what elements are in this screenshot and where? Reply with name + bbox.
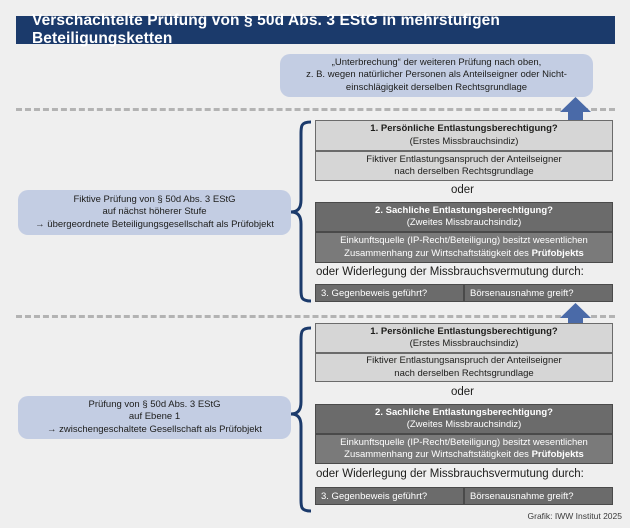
box-body-line: Zusammenhang zur Wirtschaftstätigkeit de… (344, 248, 584, 261)
brace-upper (290, 120, 312, 303)
box-subtitle: (Zweites Missbrauchsindiz) (406, 419, 522, 430)
box-body-line: Fiktiver Entlastungsanspruch der Anteils… (366, 153, 562, 165)
brace-lower (290, 326, 312, 513)
upper-personal-entitlement-body: Fiktiver Entlastungsanspruch der Anteils… (315, 151, 613, 181)
box-body-line: Zusammenhang zur Wirtschaftstätigkeit de… (344, 449, 584, 462)
upper-level-label: Fiktive Prüfung von § 50d Abs. 3 EStG au… (18, 190, 291, 235)
box-body-line: nach derselben Rechtsgrundlage (394, 367, 534, 379)
interruption-note-line: z. B. wegen natürlicher Personen als Ant… (306, 69, 567, 81)
box-body-bold: Prüfobjekts (531, 449, 584, 460)
lower-level-label: Prüfung von § 50d Abs. 3 EStG auf Ebene … (18, 396, 291, 439)
upper-material-entitlement-header: 2. Sachliche Entlastungsberechtigung? (Z… (315, 202, 613, 232)
interruption-note-line: „Unterbrechung“ der weiteren Prüfung nac… (331, 56, 542, 68)
upper-level-label-line: Fiktive Prüfung von § 50d Abs. 3 EStG (73, 193, 236, 205)
lower-personal-entitlement-body: Fiktiver Entlastungsanspruch der Anteils… (315, 353, 613, 382)
box-title: 1. Persönliche Entlastungsberechtigung? (370, 123, 558, 134)
box-body-bold: Prüfobjekts (531, 247, 584, 259)
upper-oder-label: oder (451, 184, 475, 196)
box-subtitle: (Zweites Missbrauchsindiz) (406, 217, 522, 228)
level-separator-lower (16, 315, 615, 318)
lower-level-label-line: → zwischengeschaltete Gesellschaft als P… (47, 423, 262, 435)
upper-level-label-line: → übergeordnete Beteiligungsgesellschaft… (35, 218, 274, 230)
box-body-text: Zusammenhang zur Wirtschaftstätigkeit de… (344, 449, 532, 460)
box-title: 2. Sachliche Entlastungsberechtigung? (375, 406, 553, 418)
upper-material-entitlement-body: Einkunftsquelle (IP-Recht/Beteiligung) b… (315, 232, 613, 263)
box-body-line: Einkunftsquelle (IP-Recht/Beteiligung) b… (340, 235, 588, 246)
box-subtitle: (Erstes Missbrauchsindiz) (409, 338, 519, 349)
upper-counterproof-cell: 3. Gegenbeweis geführt? (315, 284, 464, 302)
box-title: 2. Sachliche Entlastungsberechtigung? (375, 204, 553, 216)
interruption-note-line: einschlägigkeit derselben Rechtsgrundlag… (345, 81, 528, 93)
box-body-line: nach derselben Rechtsgrundlage (394, 166, 534, 177)
box-body-line: Fiktiver Entlastungsanspruch der Anteils… (366, 355, 562, 366)
graphic-credit: Grafik: IWW Institut 2025 (527, 511, 622, 521)
box-body-line: Einkunftsquelle (IP-Recht/Beteiligung) b… (340, 436, 588, 448)
box-subtitle: (Erstes Missbrauchsindiz) (409, 135, 519, 147)
level-separator-upper (16, 108, 615, 111)
upper-level-label-line: auf nächst höherer Stufe (102, 206, 207, 218)
lower-material-entitlement-header: 2. Sachliche Entlastungsberechtigung? (Z… (315, 404, 613, 434)
lower-level-label-line: auf Ebene 1 (128, 411, 181, 423)
lower-rebuttal-label: oder Widerlegung der Missbrauchsvermutun… (316, 468, 584, 480)
box-body-text: Zusammenhang zur Wirtschaftstätigkeit de… (344, 247, 532, 259)
lower-oder-label: oder (451, 386, 475, 398)
upper-stock-exchange-cell: Börsenausnahme greift? (464, 284, 613, 302)
interruption-note: „Unterbrechung“ der weiteren Prüfung nac… (280, 54, 593, 97)
lower-material-entitlement-body: Einkunftsquelle (IP-Recht/Beteiligung) b… (315, 434, 613, 464)
diagram-title: Verschachtelte Prüfung von § 50d Abs. 3 … (16, 12, 615, 47)
lower-stock-exchange-cell: Börsenausnahme greift? (464, 487, 613, 505)
upper-personal-entitlement-header: 1. Persönliche Entlastungsberechtigung? … (315, 120, 613, 151)
box-title: 1. Persönliche Entlastungsberechtigung? (370, 325, 558, 337)
lower-level-label-line: Prüfung von § 50d Abs. 3 EStG (88, 398, 221, 410)
upper-rebuttal-label: oder Widerlegung der Missbrauchsvermutun… (316, 266, 584, 278)
lower-counterproof-cell: 3. Gegenbeweis geführt? (315, 487, 464, 505)
lower-personal-entitlement-header: 1. Persönliche Entlastungsberechtigung? … (315, 323, 613, 353)
